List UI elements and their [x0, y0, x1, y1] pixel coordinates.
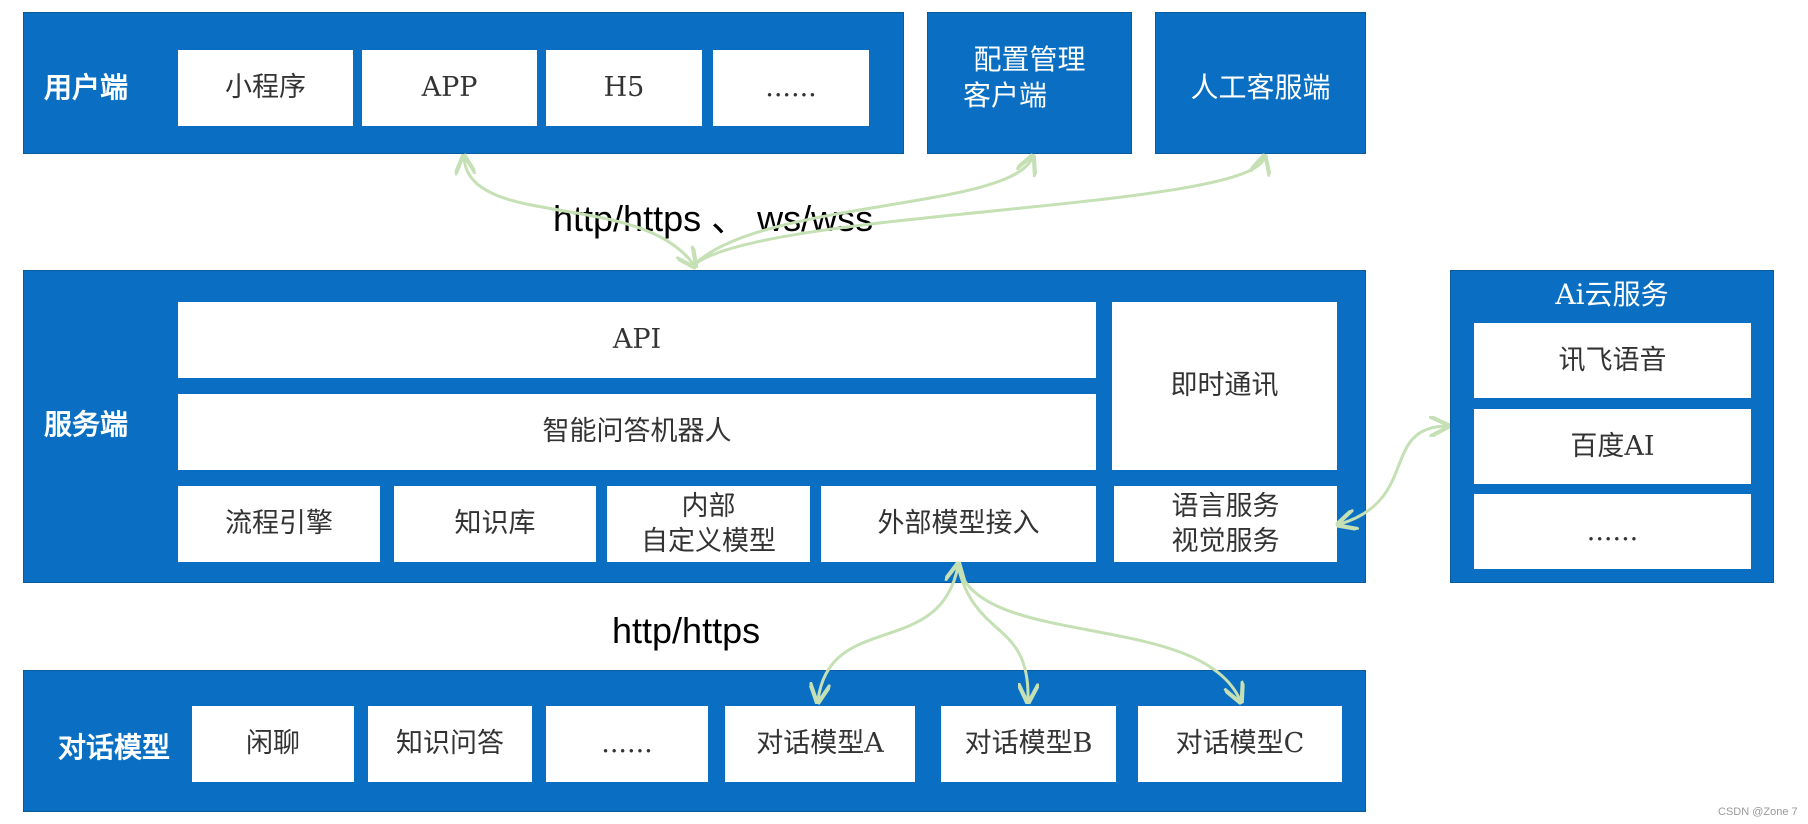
client-item-app: APP — [362, 50, 537, 126]
module-flow-engine: 流程引擎 — [178, 486, 380, 562]
dialog-label: 对话模型 — [58, 731, 171, 764]
server-bot: 智能问答机器人 — [178, 394, 1096, 470]
client-item-more: ...... — [713, 50, 869, 126]
module-language-service: 语言服务 — [1171, 490, 1280, 522]
protocol-bottom-label: http/https — [612, 610, 761, 651]
human-service-label: 人工客服端 — [1190, 71, 1331, 104]
module-vision-service: 视觉服务 — [1171, 526, 1280, 557]
module-external-model: 外部模型接入 — [821, 486, 1096, 562]
dialog-item-model-b: 对话模型B — [941, 706, 1116, 782]
cloud-item-baidu: 百度AI — [1474, 409, 1751, 484]
module-knowledge-base: 知识库 — [394, 486, 596, 562]
server-im: 即时通讯 — [1112, 302, 1337, 470]
dialog-item-chat: 闲聊 — [192, 706, 354, 782]
dialog-item-model-c: 对话模型C — [1138, 706, 1342, 782]
protocol-top-label: http/https 、 ws/wss — [553, 198, 874, 239]
server-label: 服务端 — [44, 408, 129, 441]
client-label: 用户端 — [44, 71, 129, 104]
client-item-miniprogram: 小程序 — [178, 50, 353, 126]
config-client-line1: 配置管理 — [973, 43, 1086, 76]
module-internal-line1: 内部 — [681, 490, 736, 522]
config-client-panel — [927, 12, 1132, 154]
dialog-item-model-a: 对话模型A — [725, 706, 915, 782]
module-internal-line2: 自定义模型 — [641, 526, 776, 557]
client-item-h5: H5 — [546, 50, 702, 126]
server-api: API — [178, 302, 1096, 378]
config-client-line2: 客户端 — [963, 79, 1048, 113]
dialog-item-qa: 知识问答 — [368, 706, 532, 782]
credit-text: CSDN @Zone 7 — [1718, 806, 1798, 818]
config-client-label: 配置管理 客户端 — [927, 42, 1132, 115]
module-language-vision: 语言服务 视觉服务 — [1114, 486, 1337, 562]
module-internal-model: 内部 自定义模型 — [607, 486, 810, 562]
cloud-item-more: ...... — [1474, 494, 1751, 569]
dialog-item-more: ...... — [546, 706, 708, 782]
cloud-item-xunfei: 讯飞语音 — [1474, 323, 1751, 398]
cloud-title: Ai云服务 — [1555, 278, 1669, 311]
